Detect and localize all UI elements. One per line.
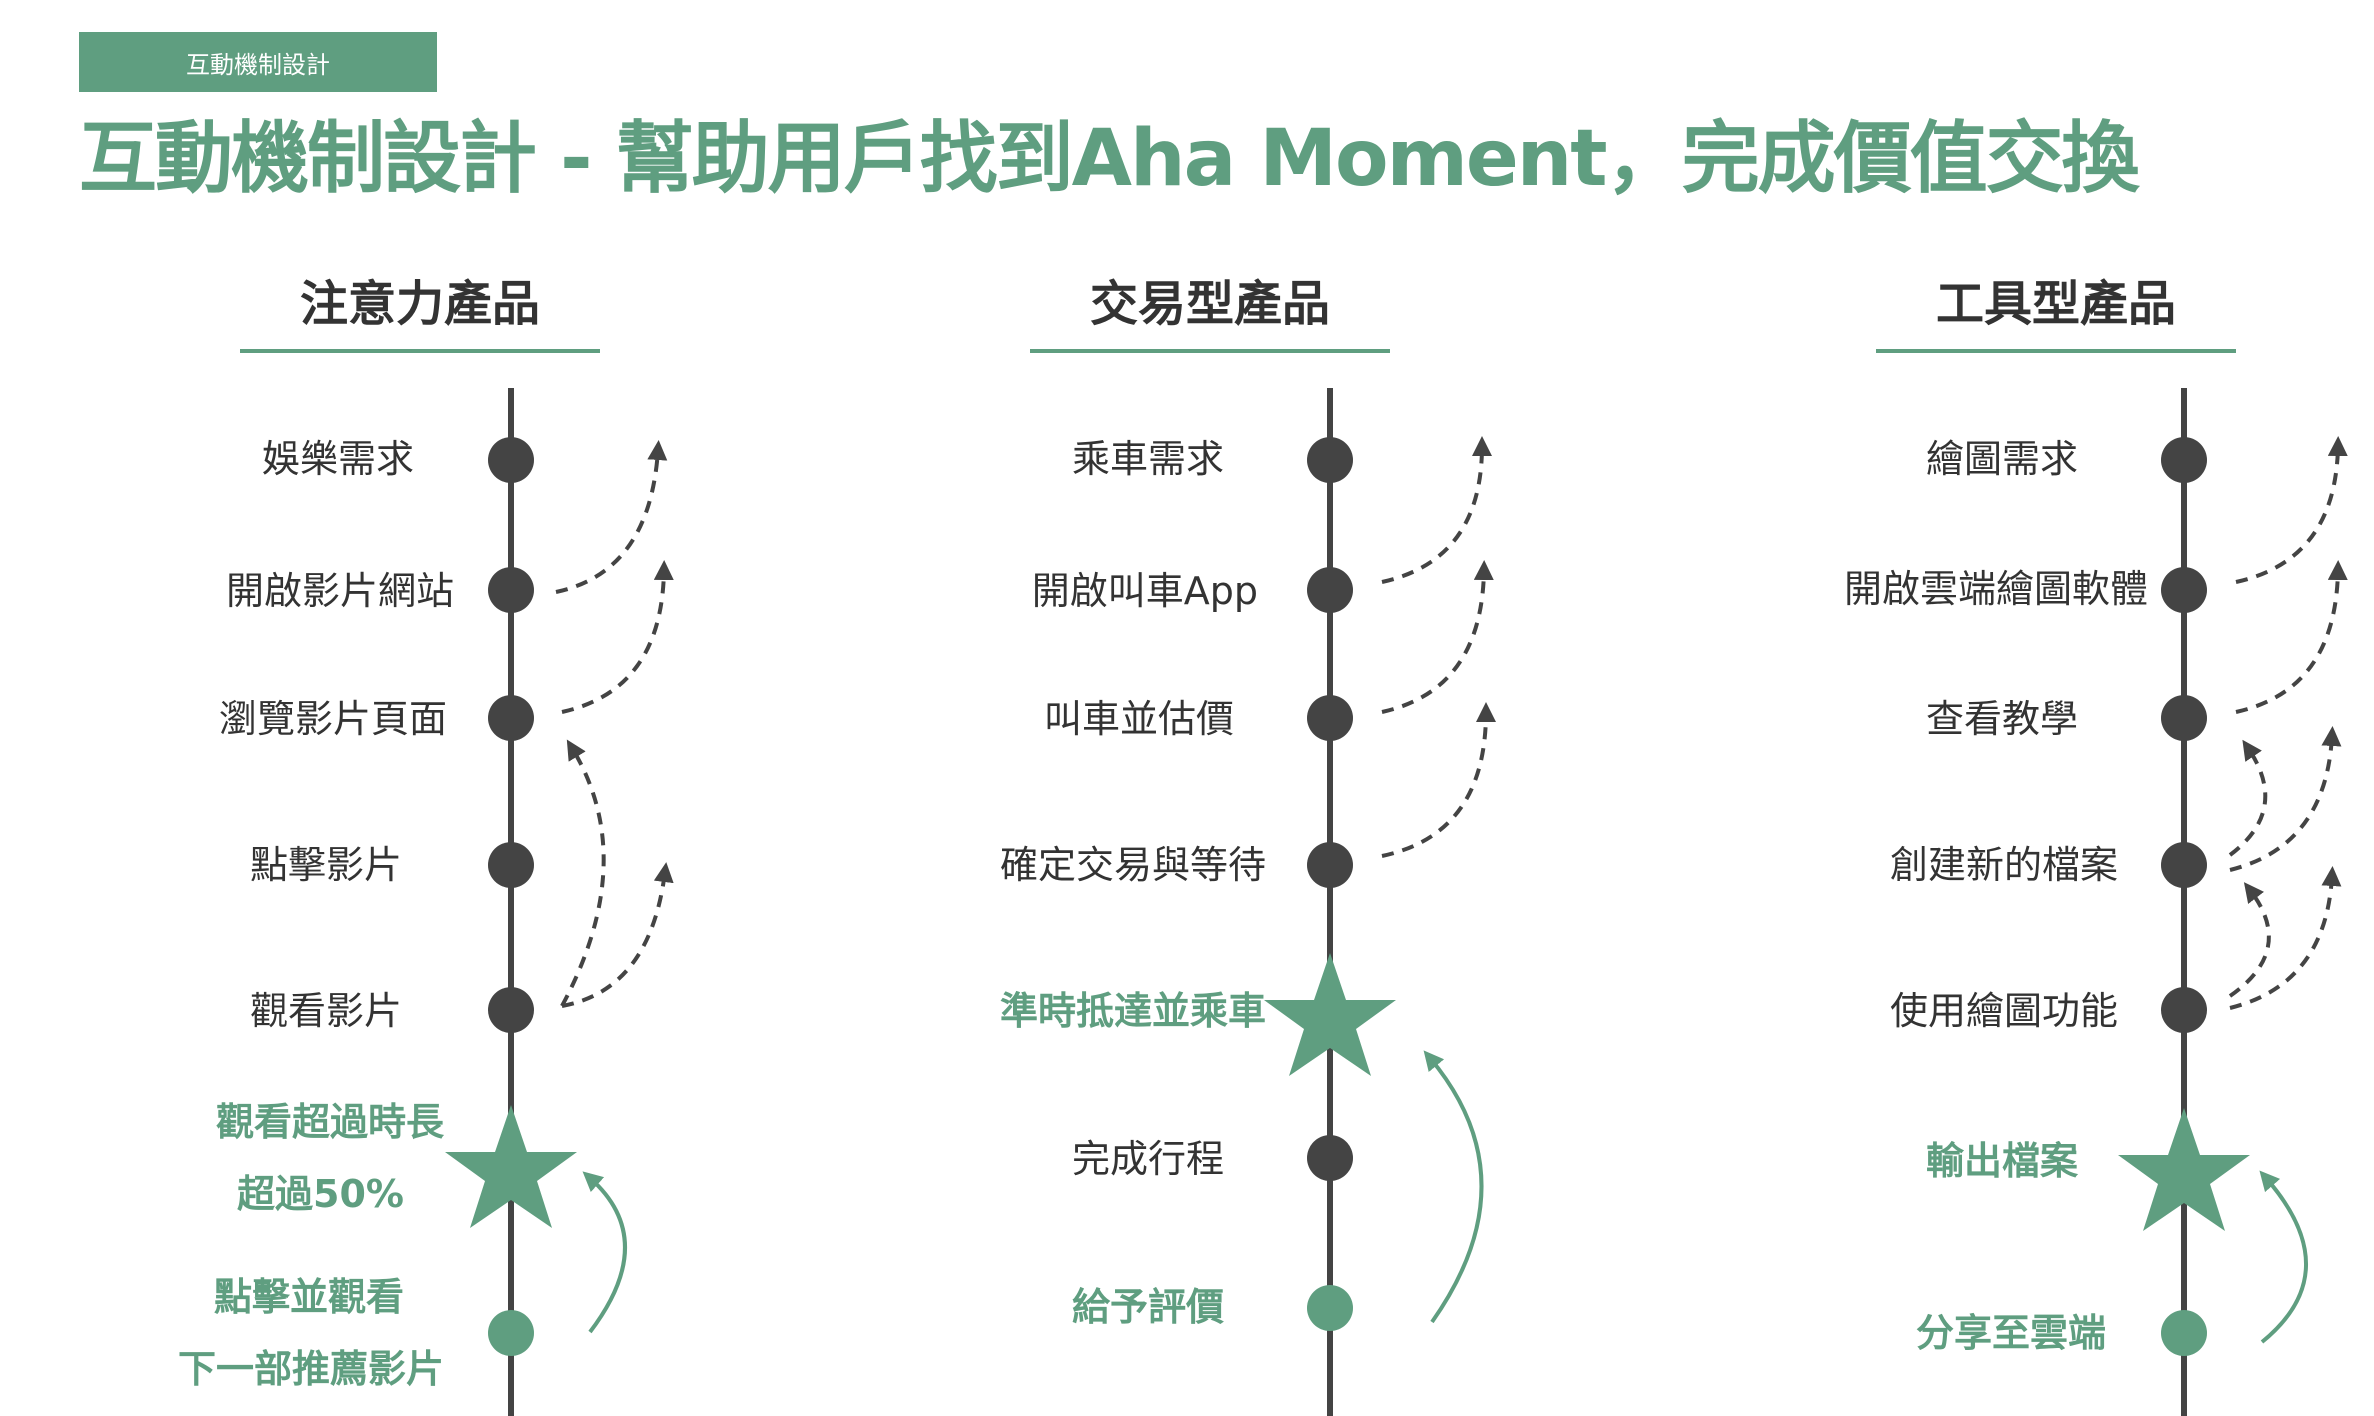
value-exchange-label-line2: 下一部推薦影片 xyxy=(177,1347,444,1391)
dashed-flow-arrow xyxy=(561,862,674,1008)
dashed-flow-arrow xyxy=(2235,560,2348,714)
green-return-arrow xyxy=(582,1171,627,1334)
dashed-flow-arrow xyxy=(2228,882,2271,998)
dashed-flow-arrow xyxy=(555,440,668,594)
section-tag: 互動機制設計 xyxy=(79,32,437,92)
step-label: 叫車並估價 xyxy=(1043,697,1234,741)
step-node xyxy=(488,567,534,613)
value-exchange-node xyxy=(2161,1310,2207,1356)
step-label: 確定交易與等待 xyxy=(999,843,1266,887)
aha-moment-star xyxy=(1264,953,1396,1076)
aha-moment-label-line2: 超過50% xyxy=(237,1172,404,1216)
step-node xyxy=(488,842,534,888)
step-label: 開啟影片網站 xyxy=(225,569,454,613)
column-title-attention: 注意力產品 xyxy=(299,276,540,332)
value-exchange-node xyxy=(1307,1285,1353,1331)
dashed-flow-arrow xyxy=(2229,866,2342,1010)
step-node xyxy=(2161,842,2207,888)
dashed-flow-arrow xyxy=(1381,560,1494,714)
column-title-tool: 工具型產品 xyxy=(1935,276,2176,332)
step-label: 娛樂需求 xyxy=(261,437,414,481)
dashed-flow-arrow xyxy=(2228,739,2268,857)
step-node xyxy=(2161,437,2207,483)
column-rule-attention xyxy=(240,349,600,353)
step-node xyxy=(2161,695,2207,741)
step-label: 點擊影片 xyxy=(249,843,402,887)
page-title: 互動機制設計 - 幫助用戶找到Aha Moment，完成價值交換 xyxy=(79,114,2140,204)
step-label: 創建新的檔案 xyxy=(1889,843,2118,887)
aha-moment-star xyxy=(2118,1108,2250,1231)
step-node xyxy=(1307,567,1353,613)
step-label: 開啟雲端繪圖軟體 xyxy=(1843,567,2148,611)
aha-moment-label: 輸出檔案 xyxy=(1925,1139,2078,1183)
step-label: 查看教學 xyxy=(1925,697,2078,741)
step-label: 觀看影片 xyxy=(249,989,402,1033)
column-rule-transaction xyxy=(1030,349,1390,353)
value-exchange-node xyxy=(488,1310,534,1356)
step-label: 開啟叫車App xyxy=(1031,569,1258,613)
column-title-transaction: 交易型產品 xyxy=(1089,276,1330,332)
step-node xyxy=(2161,567,2207,613)
value-exchange-label: 給予評價 xyxy=(1071,1285,1224,1329)
dashed-flow-arrow xyxy=(560,739,606,1007)
dashed-flow-arrow xyxy=(2229,726,2342,872)
step-node xyxy=(488,987,534,1033)
dashed-flow-arrow xyxy=(561,560,674,714)
step-node xyxy=(1307,695,1353,741)
step-node xyxy=(1307,1135,1353,1181)
dashed-flow-arrow xyxy=(2235,436,2348,584)
step-node xyxy=(2161,987,2207,1033)
green-return-arrow xyxy=(1423,1050,1484,1324)
step-node xyxy=(488,437,534,483)
dashed-flow-arrow xyxy=(1381,702,1496,858)
value-exchange-label: 分享至雲端 xyxy=(1915,1311,2106,1355)
step-node xyxy=(1307,842,1353,888)
step-label: 使用繪圖功能 xyxy=(1889,989,2118,1033)
green-return-arrow xyxy=(2259,1170,2308,1344)
step-label: 乘車需求 xyxy=(1071,437,1224,481)
dashed-flow-arrow xyxy=(1381,436,1492,584)
aha-moment-label: 觀看超過時長 xyxy=(215,1100,444,1144)
step-node xyxy=(488,695,534,741)
step-label: 繪圖需求 xyxy=(1925,437,2078,481)
aha-moment-star xyxy=(445,1105,577,1228)
aha-moment-label: 準時抵達並乘車 xyxy=(999,989,1266,1033)
step-label: 完成行程 xyxy=(1071,1137,1224,1181)
step-node xyxy=(1307,437,1353,483)
step-label: 瀏覽影片頁面 xyxy=(218,697,447,741)
column-rule-tool xyxy=(1876,349,2236,353)
value-exchange-label: 點擊並觀看 xyxy=(213,1275,404,1319)
